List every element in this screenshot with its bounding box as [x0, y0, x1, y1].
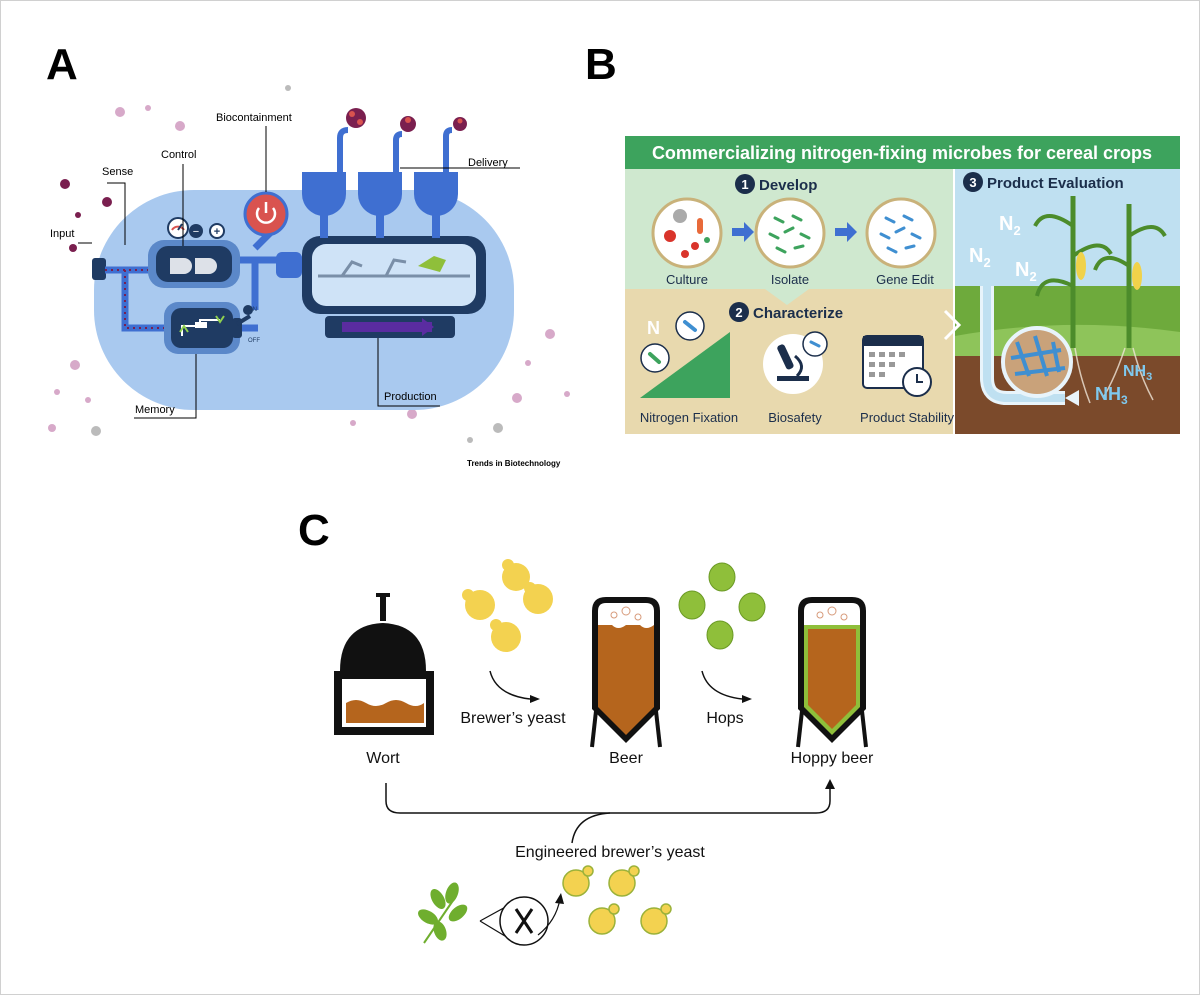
engineered-yeast-cells-icon [562, 865, 672, 935]
panel-c-brewing-diagram: Wort Brewer’s yeast Beer Hops [334, 559, 874, 946]
production-label: Production [384, 391, 437, 403]
delivery-funnels [302, 108, 467, 238]
panel-a-diagram: − + ON OFF [48, 85, 570, 468]
on-label: ON [248, 307, 257, 313]
yeast-cells-icon [462, 559, 553, 652]
control-label: Control [161, 149, 196, 161]
beer-fermenter-icon [590, 597, 662, 748]
nh3-label-2: NH3 [1095, 384, 1128, 407]
n2-label-2: N2 [969, 245, 991, 270]
nh3-label-1: NH3 [1123, 363, 1152, 383]
delivery-label: Delivery [468, 157, 508, 169]
panel-b-infographic: Commercializing nitrogen-fixing microbes… [625, 136, 1180, 434]
hop-plant-leaf-icon [418, 882, 468, 944]
n2-label-3: N2 [1015, 259, 1037, 284]
wort-label: Wort [366, 750, 400, 767]
decorative-dots [48, 85, 570, 443]
n2-label-1: N2 [999, 213, 1021, 238]
isolate-dish-icon [754, 197, 826, 269]
credit-text: Trends in Biotechnology [467, 459, 561, 468]
hops-label: Hops [706, 710, 743, 727]
develop-item-gene-edit: Gene Edit [876, 272, 934, 287]
engineered-yeast-label: Engineered brewer’s yeast [515, 844, 705, 861]
corn-plants-icon [1033, 196, 1167, 348]
panel-a-letter: A [46, 40, 78, 89]
minus-icon: − [193, 226, 199, 238]
toggle-switch-icon [232, 305, 253, 338]
beer-label: Beer [609, 750, 643, 767]
step-1-number: 1 [741, 177, 748, 192]
develop-item-isolate: Isolate [771, 272, 809, 287]
step-2-number: 2 [735, 305, 742, 320]
chromosome-lens-icon [479, 896, 549, 946]
memory-label: Memory [135, 404, 175, 416]
panel-c-letter: C [298, 506, 330, 555]
panel-b-title: Commercializing nitrogen-fixing microbes… [652, 143, 1152, 163]
culture-dish-icon [651, 197, 723, 269]
biocontainment-label: Biocontainment [216, 112, 292, 124]
characterize-item-nitrogen: Nitrogen Fixation [640, 410, 738, 425]
develop-item-culture: Culture [666, 272, 708, 287]
hoppy-beer-label: Hoppy beer [791, 750, 874, 767]
gene-edit-dish-icon [865, 197, 937, 269]
calendar-clock-icon [862, 335, 932, 397]
bioreactor [302, 236, 486, 338]
hops-icon [678, 562, 766, 650]
wort-kettle-icon [334, 593, 434, 735]
off-label: OFF [248, 338, 260, 344]
nitrogen-fixation-icon: N [640, 311, 730, 398]
characterize-item-stability: Product Stability [860, 410, 954, 425]
input-label: Input [50, 228, 74, 240]
power-button-icon [243, 191, 289, 251]
characterize-item-biosafety: Biosafety [768, 410, 822, 425]
step-evaluation-label: Product Evaluation [987, 175, 1124, 192]
panel-b-letter: B [585, 40, 617, 89]
step-characterize-label: Characterize [753, 305, 843, 322]
brewers-yeast-label: Brewer’s yeast [460, 710, 566, 727]
step-develop-label: Develop [759, 177, 817, 194]
n-label: N [647, 318, 660, 338]
microscope-icon [763, 331, 828, 394]
memory-module [164, 302, 240, 354]
hoppy-beer-fermenter-icon [796, 597, 868, 748]
plus-icon: + [214, 226, 220, 238]
sense-label: Sense [102, 166, 133, 178]
step-3-number: 3 [969, 175, 976, 190]
